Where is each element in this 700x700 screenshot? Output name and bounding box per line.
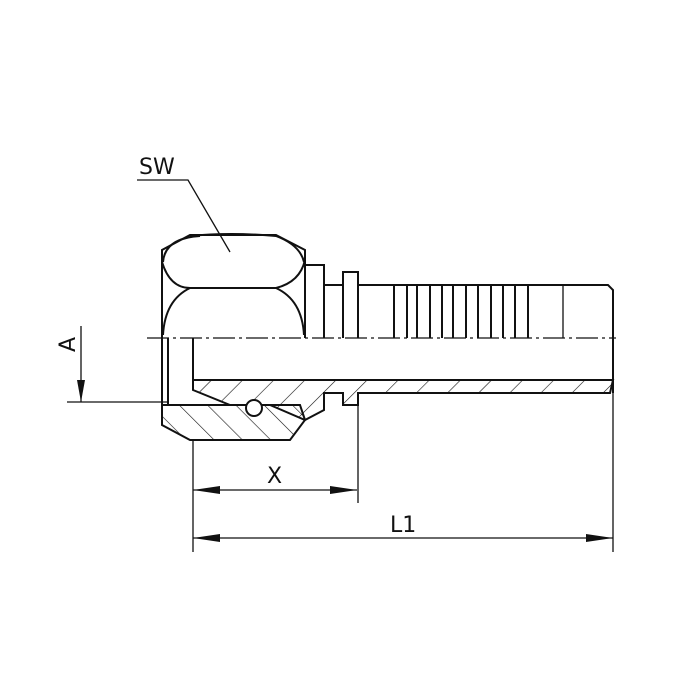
l1-label: L1: [390, 513, 416, 538]
dimension-a: A: [56, 326, 168, 403]
hose-barbs: [393, 285, 529, 338]
sw-callout: SW: [137, 155, 231, 253]
dimension-l1: L1: [193, 393, 614, 552]
sw-label: SW: [139, 155, 175, 180]
dimension-x: X: [192, 440, 357, 552]
fitting-body: [305, 264, 614, 393]
section-view: [161, 338, 615, 503]
a-label: A: [56, 337, 81, 352]
o-ring: [245, 399, 263, 417]
hex-nut: [161, 233, 306, 338]
x-label: X: [267, 464, 282, 489]
